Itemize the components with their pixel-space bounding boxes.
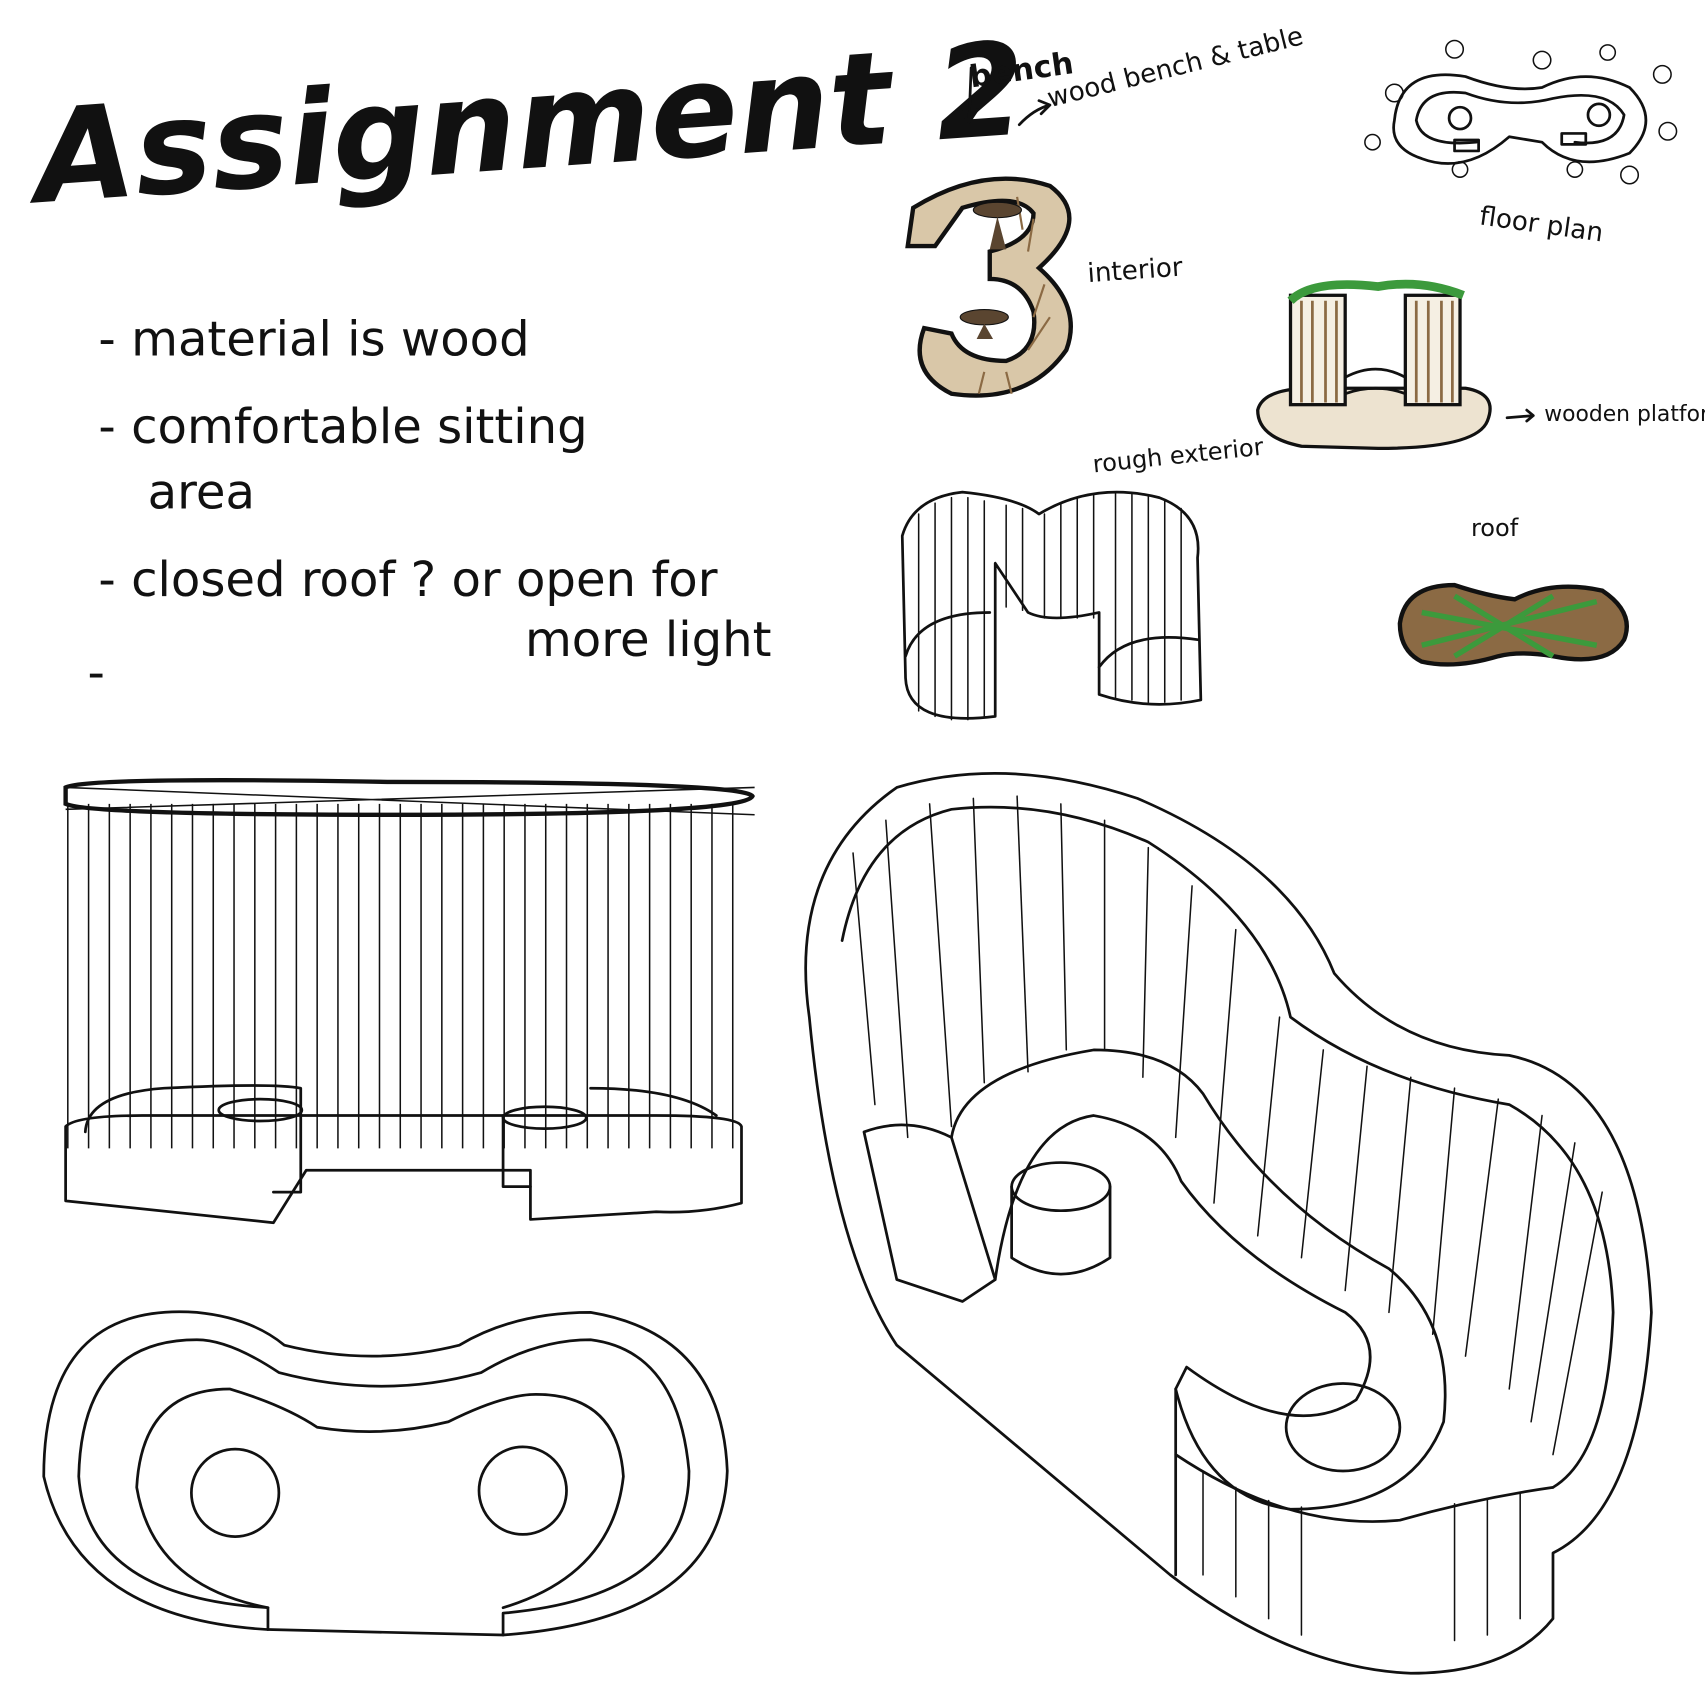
note-3b: more light [525, 612, 772, 668]
slat-line [1142, 846, 1150, 1079]
note-2: - comfortable sitting [98, 399, 587, 455]
label-roof: roof [1471, 514, 1519, 542]
isometric-sketch [804, 772, 1653, 1675]
slat-line [1431, 1087, 1456, 1336]
note-1: - material is wood [98, 311, 529, 367]
slat-line [1060, 803, 1068, 1051]
plan-sketch [42, 1310, 729, 1637]
label-floor-plan: floor plan [1478, 201, 1605, 248]
elevation-sketch [63, 777, 755, 1225]
slat-line [972, 797, 986, 1084]
bench-sketch [905, 176, 1073, 398]
slat-line [1174, 885, 1193, 1139]
slat-line [1464, 1098, 1500, 1357]
slat-line [1344, 1065, 1368, 1292]
page-title: Assignment 2 [21, 14, 1030, 233]
label-interior: interior [1087, 253, 1184, 290]
platform-sketch [1256, 279, 1492, 451]
notes-list: - material is wood - comfortable sitting… [87, 311, 771, 701]
note-2b: area [148, 465, 255, 521]
slat-line [1552, 1191, 1603, 1456]
slat-line [1388, 1076, 1412, 1314]
label-rough-exterior: rough exterior [1091, 433, 1265, 479]
slat-line [1300, 1049, 1325, 1259]
arrow-right-icon [1017, 99, 1052, 127]
slat-line [1256, 1016, 1281, 1237]
note-4: - [87, 645, 104, 701]
slat-line [1530, 1142, 1576, 1423]
note-3: - closed roof ? or open for [98, 552, 717, 608]
slat-line [885, 819, 909, 1139]
slat-line [1508, 1114, 1543, 1390]
floor-plan-small [1364, 39, 1678, 185]
slat-line [1016, 795, 1029, 1073]
slat-line [1213, 928, 1237, 1204]
arrow-right-icon [1505, 408, 1535, 423]
label-bench-detail: wood bench & table [1044, 21, 1306, 114]
arrow-down-icon [958, 66, 980, 124]
slat-line [928, 803, 953, 1128]
rough-exterior-sketch [900, 490, 1203, 721]
slat-line [852, 852, 876, 1106]
label-wooden-platform: wooden platform [1544, 402, 1705, 427]
roof-sketch [1397, 582, 1629, 667]
